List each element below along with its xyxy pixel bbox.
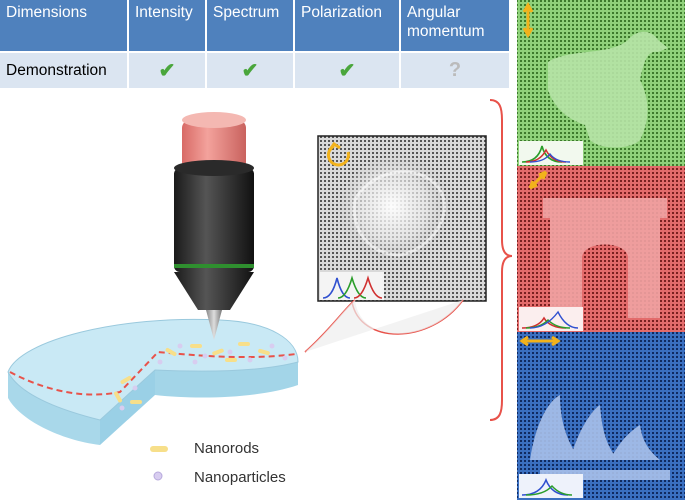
check-icon: ✔	[158, 60, 176, 82]
header-intensity: Intensity	[128, 0, 207, 52]
sample-disk	[7, 318, 299, 445]
row-label-demonstration: Demonstration	[0, 51, 129, 88]
nanoparticle-legend-icon	[153, 471, 163, 481]
polarization-arrow-vertical-icon	[522, 1, 534, 39]
circular-polarization-icon	[326, 144, 350, 167]
panel-green-kangaroo	[517, 0, 685, 166]
nanoparticles-in-sample	[119, 343, 288, 411]
polarization-arrow-diagonal-icon	[528, 170, 548, 190]
nanorods-in-sample	[114, 342, 270, 404]
header-dimensions: Dimensions	[0, 0, 129, 52]
nanorod-legend-icon	[150, 446, 168, 452]
table-header-row: Dimensions Intensity Spectrum Polarizati…	[0, 0, 511, 52]
arch-silhouette	[543, 198, 667, 318]
kangaroo-silhouette	[548, 31, 668, 148]
table-row: Demonstration ✔ ✔ ✔ ?	[0, 51, 511, 88]
legend-nanoparticles: Nanoparticles	[194, 469, 286, 486]
opera-house-silhouette	[530, 395, 670, 480]
header-angular-momentum: Angular momentum	[400, 0, 511, 52]
brace	[489, 99, 513, 421]
objective-lens	[174, 112, 254, 340]
question-icon: ?	[448, 59, 462, 81]
sample-trace	[9, 350, 297, 396]
zoomed-image	[317, 135, 487, 302]
header-spectrum: Spectrum	[206, 0, 295, 52]
dimensions-table: Dimensions Intensity Spectrum Polarizati…	[0, 0, 511, 92]
check-icon: ✔	[241, 60, 259, 82]
panel-blue-opera-house	[517, 332, 685, 500]
panel-red-arch	[517, 166, 685, 332]
legend-nanorods: Nanorods	[194, 440, 260, 457]
header-polarization: Polarization	[294, 0, 401, 52]
check-icon: ✔	[338, 60, 356, 82]
polarization-arrow-horizontal-icon	[519, 335, 561, 347]
